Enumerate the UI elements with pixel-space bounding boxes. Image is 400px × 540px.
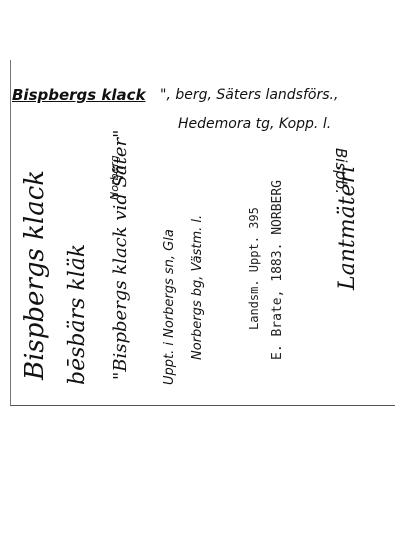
vertical-main-name: Bispbergs klack (20, 169, 50, 380)
card-heading-line2: Hedemora tg, Kopp. l. (178, 116, 332, 132)
vertical-uppt-line1: Uppt. i Norbergs sn, Gla (162, 229, 177, 385)
vertical-dialect-form: bēsbärs kläk (65, 243, 90, 385)
vertical-quote: "Bispbergs klack vid Säter" (110, 129, 131, 380)
card-heading: Bispbergs klack (12, 86, 146, 104)
stamp-brate: E. Brate, 1883. NORBERG (270, 179, 285, 360)
vertical-uppt-line2: Norbergs bg, Västm. l. (190, 214, 205, 360)
card-heading-suffix: ", berg, Säters landsförs., (160, 87, 339, 103)
vertical-right-note: Bispb. (332, 148, 350, 195)
stamp-landsm: Landsm. Uppt. 395 (247, 207, 261, 330)
index-card (10, 60, 395, 406)
